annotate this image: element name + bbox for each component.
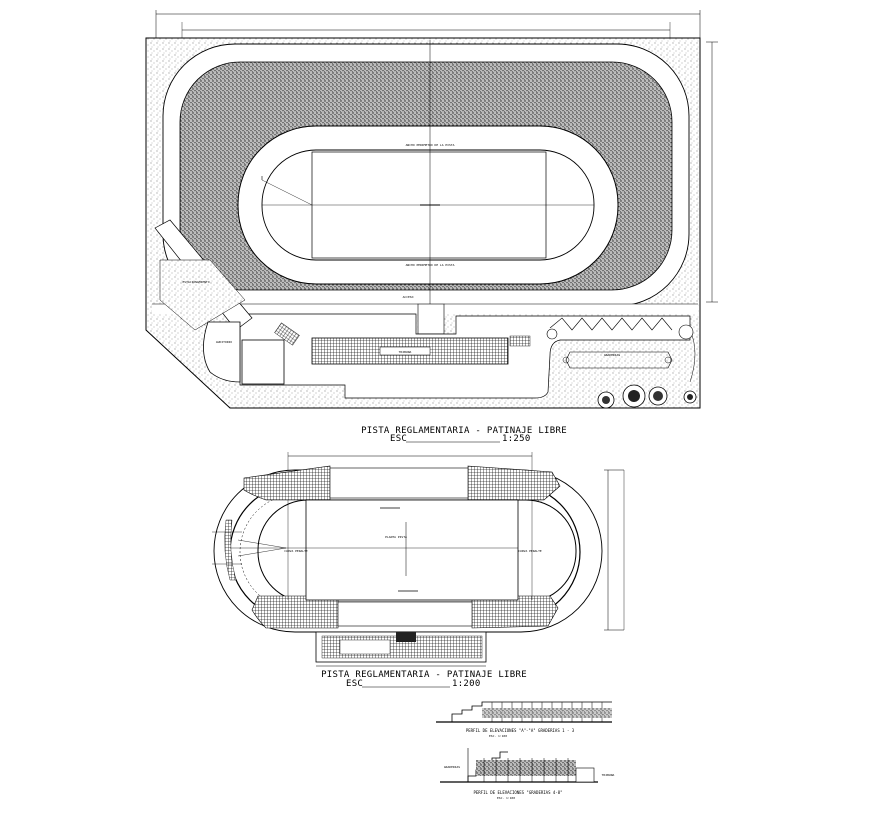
bottom-scale-prefix: ESC — [346, 679, 363, 689]
section-b-label-right: TRIBUNA — [602, 773, 615, 777]
section-a-scale: ESC. 1:100 — [489, 734, 507, 738]
section-b-label-left: GRADERIAS — [444, 765, 460, 769]
bottom-title: PISTA REGLAMENTARIA - PATINAJE LIBRE — [321, 670, 527, 680]
label-acceso: ACCESO — [403, 295, 414, 299]
label-auditorio: AUDITORIO — [216, 340, 232, 344]
stand-bottom-right — [471, 595, 559, 629]
top-title: PISTA REGLAMENTARIA - PATINAJE LIBRE — [361, 426, 567, 436]
section-a-caption: PERFIL DE ELEVACIONES "A"-"A" GRADERIAS … — [466, 728, 575, 733]
label-ancho-top: ANCHO PERIMETRO DE LA PISTA — [406, 143, 455, 147]
top-scale-value: 1:250 — [502, 434, 531, 444]
label-ancho-bottom: ANCHO PERIMETRO DE LA PISTA — [406, 263, 455, 267]
bottom-track-plan: PLANTA PISTA CURVA PERALTE CURVA PERALTE… — [212, 452, 625, 689]
section-b-scale: ESC. 1:100 — [497, 796, 515, 800]
tree-icon — [546, 324, 697, 409]
section-b: GRADERIAS TRIBUNA PERFIL DE ELEVACIONES … — [440, 748, 615, 800]
top-site-plan: ANCHO PERIMETRO DE LA PISTA ANCHO PERIME… — [145, 10, 718, 444]
label-left-curve: CURVA PERALTE — [284, 549, 308, 553]
stand-top-right — [467, 465, 561, 501]
section-b-caption: PERFIL DE ELEVACIONES "GRADERIAS 4-8" — [473, 790, 562, 795]
label-graderias: GRADERIAS — [604, 353, 620, 357]
bottom-scale-value: 1:200 — [452, 679, 481, 689]
stand-bottom-left — [251, 595, 339, 629]
label-tribuna: TRIBUNA — [399, 350, 412, 354]
label-right-curve: CURVA PERALTE — [518, 549, 542, 553]
center-field — [305, 499, 519, 601]
building-block — [241, 339, 285, 385]
label-center: PLANTA PISTA — [385, 535, 407, 539]
label-estacionamiento: ESTACIONAMIENTO — [182, 280, 209, 284]
section-a: PERFIL DE ELEVACIONES "A"-"A" GRADERIAS … — [436, 701, 612, 738]
top-scale-prefix: ESC — [390, 434, 407, 444]
